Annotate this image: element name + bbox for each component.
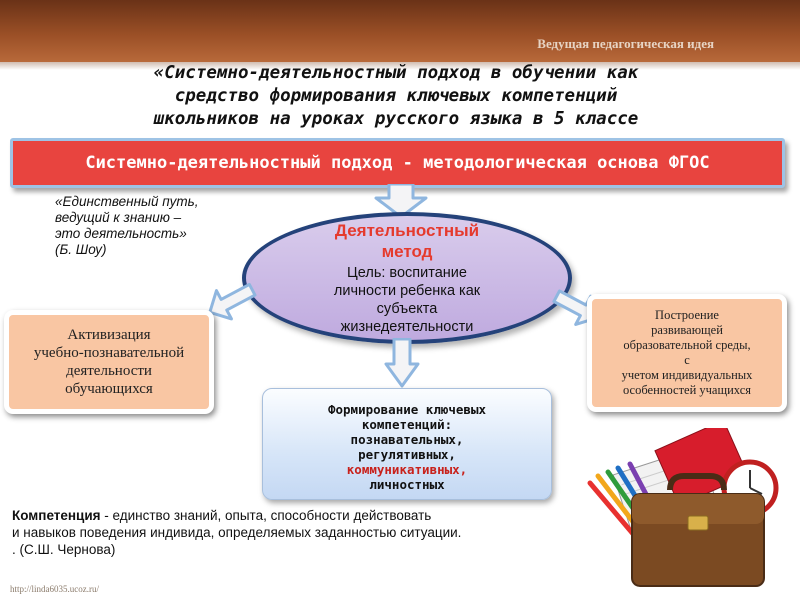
activation-line: обучающихся xyxy=(65,381,153,397)
method-title-line: Деятельностный xyxy=(334,221,480,240)
quote-line: (Б. Шоу) xyxy=(55,242,107,257)
footer-url[interactable]: http://linda6035.ucoz.ru/ xyxy=(10,584,99,594)
environment-line: учетом индивидуальных xyxy=(621,368,753,382)
school-supplies-illustration xyxy=(587,428,779,587)
competencies-line: компетенций: xyxy=(361,417,453,432)
arrow-down-icon xyxy=(384,338,420,388)
definition-term: Компетенция xyxy=(12,508,101,523)
environment-box: Построение развивающей образовательной с… xyxy=(587,294,787,412)
method-desc-line: Цель: воспитание xyxy=(347,265,467,281)
title-line: школьников на уроках русского языка в 5 … xyxy=(153,109,639,129)
quote-line: это деятельность» xyxy=(55,226,187,241)
environment-line: с xyxy=(684,353,690,367)
environment-line: особенностей учащихся xyxy=(622,383,751,397)
method-title: Деятельностный метод xyxy=(302,220,512,262)
slide-title: «Системно-деятельностный подход в обучен… xyxy=(96,62,696,131)
environment-line: развивающей xyxy=(651,323,723,337)
title-line: «Системно-деятельностный подход в обучен… xyxy=(153,63,639,83)
activation-line: Активизация xyxy=(67,327,151,343)
definition-line: . (С.Ш. Чернова) xyxy=(12,542,116,557)
activation-line: учебно-познавательной xyxy=(33,345,185,361)
competencies-line: Формирование ключевых xyxy=(327,402,487,417)
arrow-right-icon xyxy=(552,289,599,326)
definition-line: и навыков поведения индивида, определяем… xyxy=(12,525,462,540)
banner-text: Системно-деятельностный подход - методол… xyxy=(85,153,710,173)
quote-line: ведущий к знанию – xyxy=(55,210,182,225)
competence-definition: Компетенция - единство знаний, опыта, сп… xyxy=(12,507,461,558)
arrow-left-icon xyxy=(208,282,257,321)
arrow-down-icon xyxy=(374,184,428,218)
quote-line: «Единственный путь, xyxy=(55,194,199,209)
environment-line: Построение xyxy=(655,308,719,322)
activation-box: Активизация учебно-познавательной деятел… xyxy=(4,310,214,414)
competencies-line: регулятивных, xyxy=(358,447,456,462)
method-desc-line: жизнедеятельности xyxy=(340,319,474,335)
environment-line: образовательной среды, xyxy=(623,338,751,352)
competencies-highlight: коммуникативных, xyxy=(346,462,468,477)
definition-line: Компетенция - единство знаний, опыта, сп… xyxy=(12,507,461,524)
title-line: средство формирования ключевых компетенц… xyxy=(174,86,618,106)
method-desc-line: личности ребенка как xyxy=(333,283,481,299)
competencies-box: Формирование ключевых компетенций: позна… xyxy=(262,388,552,500)
header-band xyxy=(0,0,800,70)
method-text: Деятельностный метод Цель: воспитание ли… xyxy=(302,220,512,336)
method-description: Цель: воспитание личности ребенка как су… xyxy=(302,264,512,336)
activation-line: деятельности xyxy=(66,363,152,379)
method-title-line: метод xyxy=(381,242,433,261)
main-banner: Системно-деятельностный подход - методол… xyxy=(10,138,785,188)
competencies-line: познавательных, xyxy=(350,432,464,447)
method-desc-line: субъекта xyxy=(376,301,438,317)
definition-text: - единство знаний, опыта, способности де… xyxy=(100,508,432,523)
header-label: Ведущая педагогическая идея xyxy=(537,36,714,51)
shaw-quote: «Единственный путь, ведущий к знанию – э… xyxy=(55,194,255,258)
competencies-line: личностных xyxy=(369,477,445,492)
